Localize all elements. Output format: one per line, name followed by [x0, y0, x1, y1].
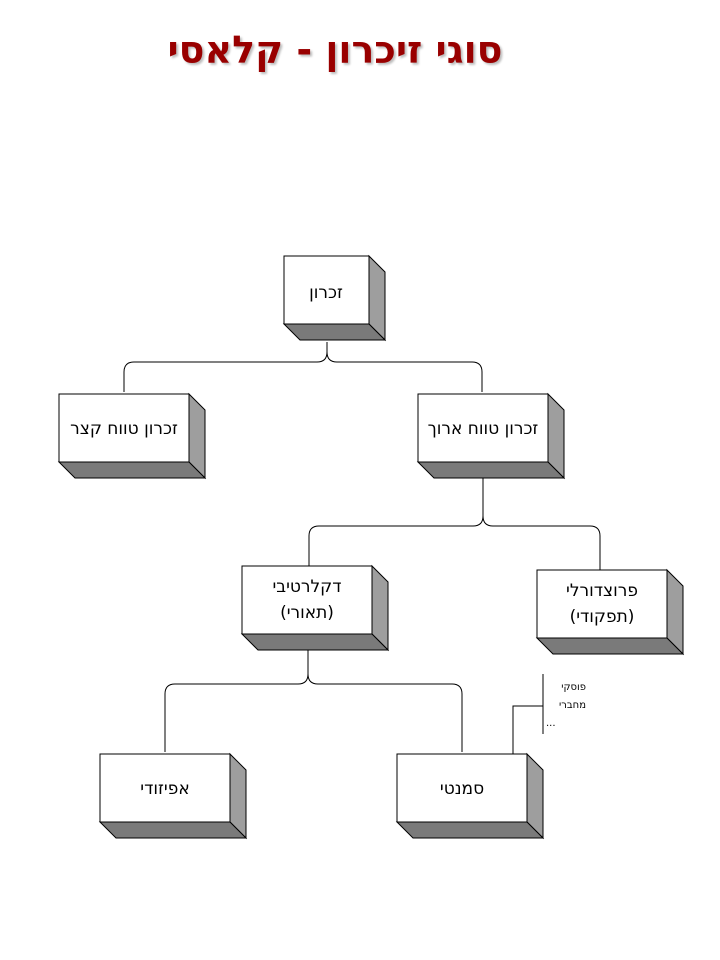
node-sublabel: (תפקודי)	[570, 607, 635, 627]
semantic-annotation: פוסקי מחברי ...	[546, 682, 586, 729]
connector-memory	[123, 342, 483, 392]
node-label: זכרון טווח ארוך	[428, 419, 539, 439]
node-label: פרוצדורלי	[566, 581, 638, 601]
box-long-term: זכרון טווח ארוך	[416, 392, 566, 480]
annotation-line: מחברי	[559, 700, 586, 711]
box-memory: זכרון	[282, 254, 387, 342]
annotation-line: ...	[546, 718, 556, 729]
box-semantic: סמנטי	[395, 752, 545, 840]
box-procedural: פרוצדורלי (תפקודי)	[535, 568, 685, 656]
annotation-line: פוסקי	[561, 682, 586, 693]
connectors	[123, 342, 601, 778]
node-label: סמנטי	[440, 779, 484, 799]
node-sublabel: (תאורי)	[280, 603, 334, 623]
node-label: דקלרטיבי	[272, 577, 341, 597]
box-episodic: אפיזודי	[98, 752, 248, 840]
connector-declarative	[164, 634, 463, 752]
connector-long-term	[308, 462, 601, 570]
node-label: זכרון טווח קצר	[70, 419, 178, 439]
page-title: סוגי זיכרון - קלאסי	[167, 28, 503, 72]
box-short-term: זכרון טווח קצר	[57, 392, 207, 480]
box-declarative: דקלרטיבי (תאורי)	[240, 564, 390, 652]
node-label: זכרון	[309, 283, 343, 303]
node-label: אפיזודי	[140, 779, 189, 799]
